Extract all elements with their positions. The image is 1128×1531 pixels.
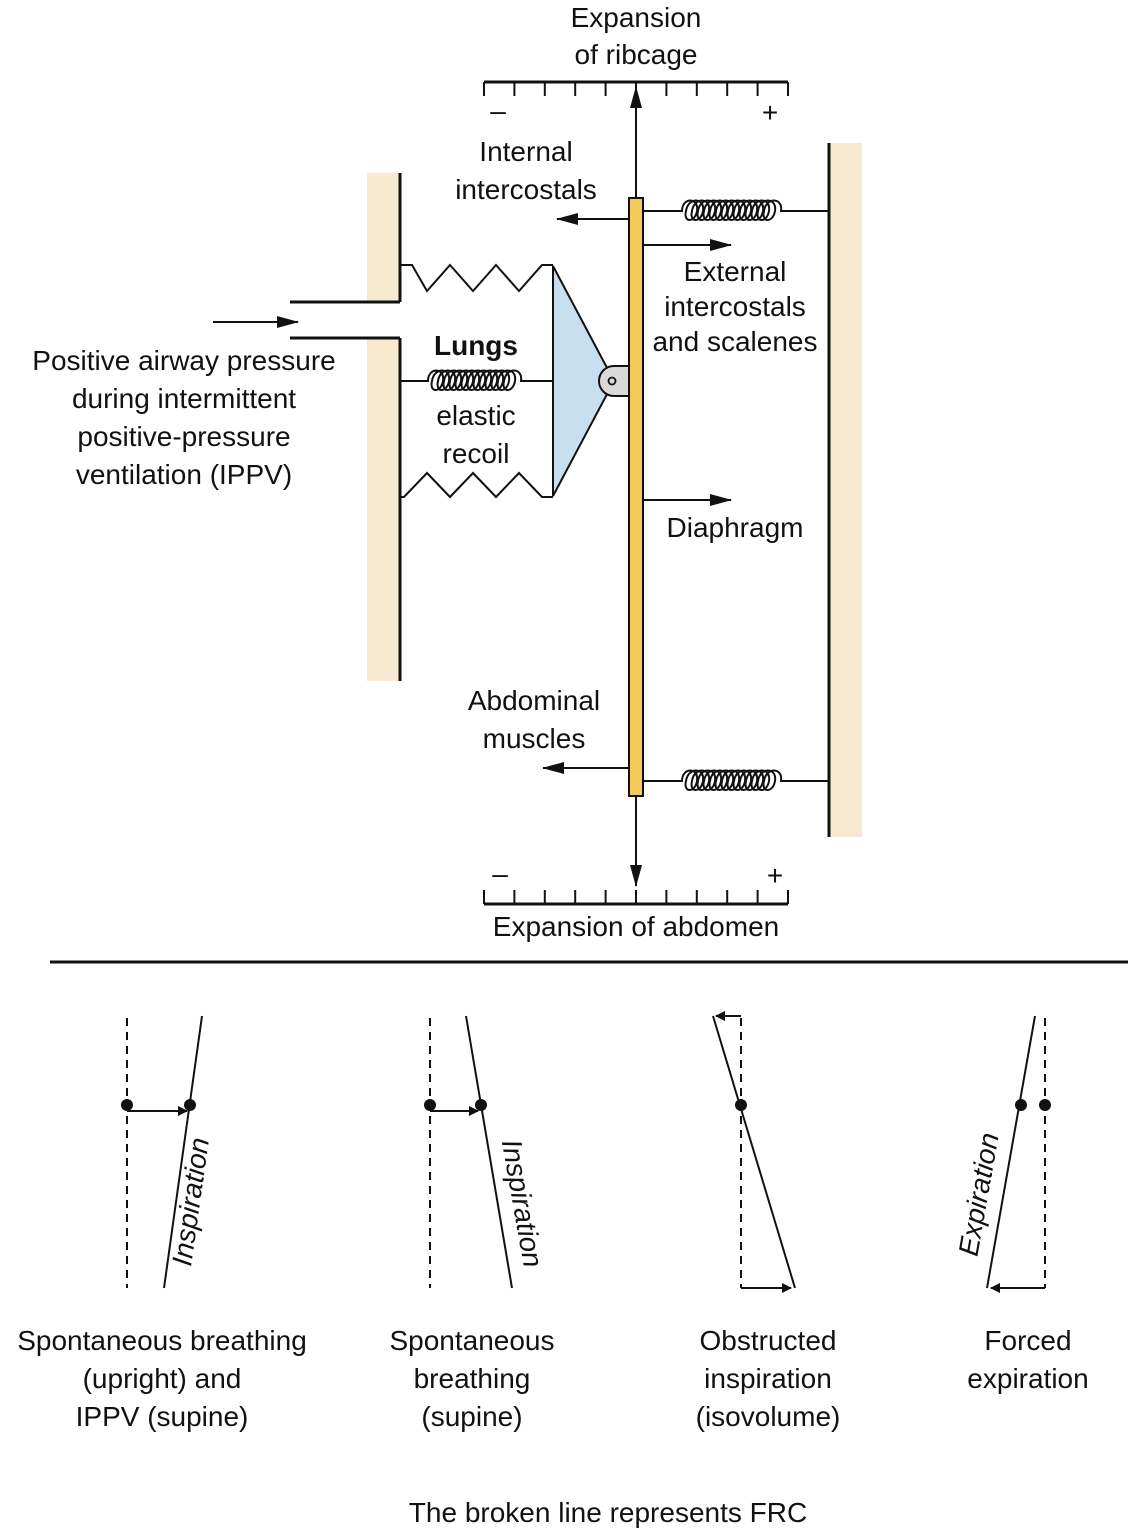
lungs-recoil-line1: elastic <box>436 400 515 431</box>
lung-upper-spring <box>400 263 553 293</box>
chest-wall-model: Expansion of ribcage – + <box>32 2 862 942</box>
abdomen-scale: – + Expansion of abdomen <box>483 796 789 942</box>
ribcage-scale-title-line1: Expansion <box>571 2 702 33</box>
external-intercostals-line2: intercostals <box>664 291 806 322</box>
panel-supine: Inspiration Spontaneous breathing (supin… <box>389 1015 555 1432</box>
frc-point <box>1039 1099 1051 1111</box>
trace-line <box>163 1015 203 1289</box>
trace-line <box>986 1015 1036 1289</box>
caption-line1: Obstructed <box>700 1325 837 1356</box>
caption-line3: (isovolume) <box>696 1401 841 1432</box>
frc-point <box>424 1099 436 1111</box>
lung-recoil-coil <box>400 369 553 391</box>
airway-pressure-line4: ventilation (IPPV) <box>76 459 292 490</box>
caption-line1: Forced <box>984 1325 1071 1356</box>
left-wall-shade-lower <box>367 339 400 681</box>
panel-obstructed-inspiration: Obstructed inspiration (isovolume) <box>696 1011 841 1432</box>
caption-line3: IPPV (supine) <box>76 1401 249 1432</box>
right-body-wall <box>827 143 862 837</box>
panel-forced-expiration: Expiration Forced expiration <box>953 1015 1089 1394</box>
ribcage-minus-sign: – <box>490 95 506 126</box>
lungs-model: Lungs elastic recoil <box>400 263 630 499</box>
breathing-patterns: Inspiration Spontaneous breathing (uprig… <box>17 1011 1089 1528</box>
caption-line2: breathing <box>414 1363 531 1394</box>
trace-line <box>465 1015 513 1289</box>
airway-pressure-line1: Positive airway pressure <box>32 345 335 376</box>
left-wall-shade-upper <box>367 173 400 301</box>
ribcage-scale-title-line2: of ribcage <box>575 39 698 70</box>
internal-intercostals-line2: intercostals <box>455 174 597 205</box>
central-bar <box>628 197 644 797</box>
abdomen-plus-sign: + <box>767 860 783 891</box>
abdomen-scale-title: Expansion of abdomen <box>493 911 779 942</box>
internal-intercostals-line1: Internal <box>479 136 572 167</box>
lung-lower-spring <box>400 471 553 499</box>
footer-note: The broken line represents FRC <box>409 1497 807 1528</box>
caption-line2: inspiration <box>704 1363 832 1394</box>
airway-pressure-line2: during intermittent <box>72 383 296 414</box>
shifted-point <box>184 1099 196 1111</box>
lungs-title: Lungs <box>434 330 518 361</box>
ribcage-scale: Expansion of ribcage – + <box>483 2 789 198</box>
diaphragm-label: Diaphragm <box>667 512 804 543</box>
abdominal-muscles-line2: muscles <box>483 723 586 754</box>
caption-line1: Spontaneous <box>389 1325 554 1356</box>
frc-point <box>735 1099 747 1111</box>
lung-pivot <box>598 365 630 397</box>
upper-right-coil <box>643 199 829 221</box>
abdomen-minus-sign: – <box>492 858 508 889</box>
lungs-recoil-line2: recoil <box>443 438 510 469</box>
trace-label: Expiration <box>953 1130 1005 1258</box>
airway-pressure-line3: positive-pressure <box>77 421 290 452</box>
frc-point <box>121 1099 133 1111</box>
abdominal-muscles-line1: Abdominal <box>468 685 600 716</box>
external-intercostals-line1: External <box>684 256 787 287</box>
shifted-point <box>475 1099 487 1111</box>
caption-line2: (upright) and <box>83 1363 242 1394</box>
ribcage-plus-sign: + <box>762 97 778 128</box>
shifted-point <box>1015 1099 1027 1111</box>
caption-line1: Spontaneous breathing <box>17 1325 307 1356</box>
left-chest-wall <box>213 173 402 681</box>
caption-line3: (supine) <box>421 1401 522 1432</box>
panel-upright-ippv: Inspiration Spontaneous breathing (uprig… <box>17 1015 307 1432</box>
trace-line <box>712 1015 796 1289</box>
lung-shape <box>552 265 616 497</box>
trace-label: Inspiration <box>166 1136 215 1268</box>
caption-line2: expiration <box>967 1363 1088 1394</box>
external-intercostals-line3: and scalenes <box>652 326 817 357</box>
trace-label: Inspiration <box>496 1137 549 1270</box>
lower-right-coil <box>643 769 829 791</box>
